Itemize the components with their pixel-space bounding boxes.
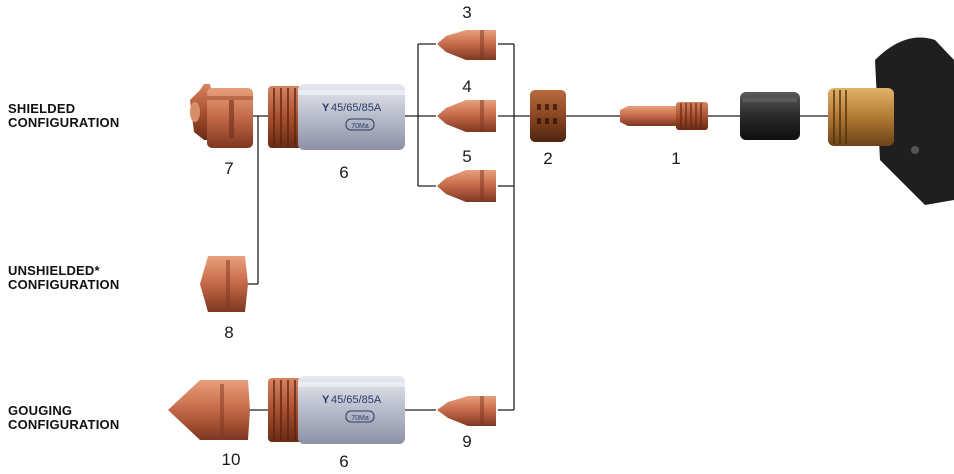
cap-label-top: Y 45/65/85A 70Ma: [322, 102, 382, 131]
cap-badge-bottom: 70Ma: [351, 415, 369, 422]
part-number-1: 1: [671, 149, 681, 168]
part-number-5: 5: [462, 147, 472, 166]
part-number-7: 7: [224, 159, 234, 178]
unshielded-line2: CONFIGURATION: [8, 277, 120, 292]
part-number-9: 9: [462, 432, 472, 451]
swirl-ring-part-2: [530, 90, 566, 142]
shielded-configuration-label: SHIELDED CONFIGURATION: [8, 102, 119, 130]
nozzle-part-5: [437, 170, 496, 202]
cap-amps-bottom: 45/65/85A: [331, 394, 382, 406]
gouging-line2: CONFIGURATION: [8, 417, 120, 432]
shielded-line1: SHIELDED: [8, 101, 76, 116]
gouging-shield-part-10: [168, 380, 250, 440]
svg-text:Y: Y: [322, 394, 330, 406]
gouging-configuration-label: GOUGING CONFIGURATION: [8, 404, 119, 432]
cap-badge-top: 70Ma: [351, 123, 369, 130]
cap-amps-top: 45/65/85A: [331, 102, 382, 114]
gouging-line1: GOUGING: [8, 403, 73, 418]
part-number-6-top: 6: [339, 163, 349, 182]
part-number-6-bottom: 6: [339, 452, 349, 471]
deflector-part-8: [200, 256, 248, 312]
shield-part-7: [190, 84, 253, 148]
nozzle-part-9: [437, 396, 496, 426]
part-number-10: 10: [221, 450, 241, 469]
connector-lines: [237, 43, 828, 411]
retaining-cap-part-6-top: [268, 84, 405, 150]
unshielded-line1: UNSHIELDED*: [8, 263, 100, 278]
part-number-2: 2: [543, 149, 553, 168]
cap-label-bottom: Y 45/65/85A 70Ma: [322, 394, 382, 423]
shielded-line2: CONFIGURATION: [8, 115, 120, 130]
part-number-4: 4: [462, 77, 472, 96]
part-number-3: 3: [462, 3, 472, 22]
insulator-ring: [740, 92, 800, 140]
unshielded-configuration-label: UNSHIELDED* CONFIGURATION: [8, 264, 119, 292]
nozzle-part-4: [437, 100, 496, 132]
nozzle-part-3: [437, 30, 496, 60]
electrode-part-1: [620, 102, 708, 130]
svg-text:Y: Y: [322, 102, 330, 114]
part-number-8: 8: [224, 323, 234, 342]
retaining-cap-part-6-bottom: [268, 376, 405, 444]
torch-head: [828, 37, 954, 205]
